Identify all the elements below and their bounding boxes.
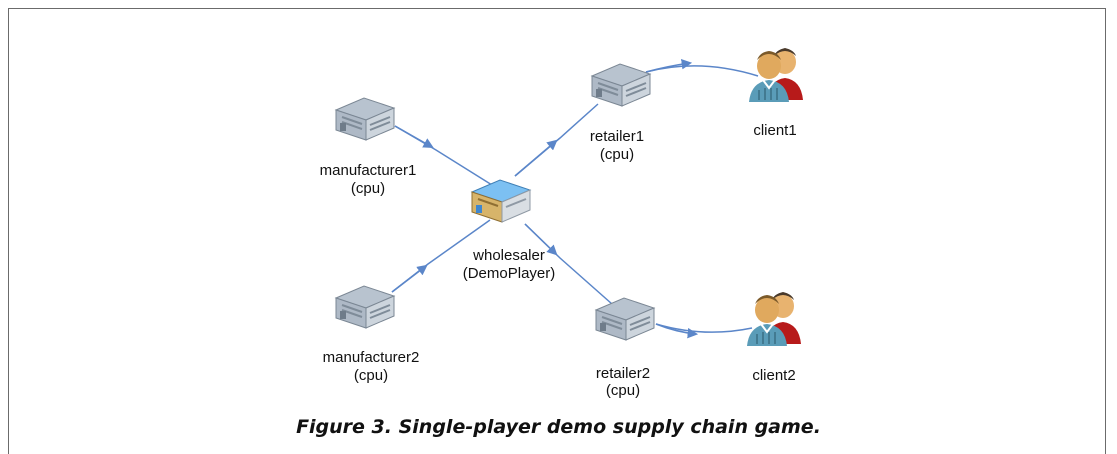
wholesaler-warehouse-icon — [471, 179, 531, 223]
retailer1-role-label: (cpu) — [600, 146, 634, 163]
client2-name-label: client2 — [752, 367, 795, 384]
edge-retailer2-client2 — [655, 323, 753, 333]
wholesaler-name-label: wholesaler — [472, 247, 545, 264]
client1-name-label: client1 — [753, 122, 796, 139]
manufacturer1-role-label: (cpu) — [351, 180, 385, 197]
retailer1-warehouse-icon — [591, 63, 651, 107]
manufacturer2-warehouse-icon — [335, 285, 395, 329]
figure-frame — [8, 8, 1106, 454]
client2-users-icon — [745, 290, 803, 348]
retailer2-warehouse-icon — [595, 297, 655, 341]
manufacturer2-name-label: manufacturer2 — [323, 349, 420, 366]
figure-caption: Figure 3. Single-player demo supply chai… — [296, 416, 821, 438]
retailer2-role-label: (cpu) — [606, 382, 640, 399]
manufacturer2-role-label: (cpu) — [354, 367, 388, 384]
retailer1-name-label: retailer1 — [590, 128, 644, 145]
manufacturer1-warehouse-icon — [335, 97, 395, 141]
retailer2-name-label: retailer2 — [596, 365, 650, 382]
wholesaler-role-label: (DemoPlayer) — [463, 265, 556, 282]
manufacturer1-name-label: manufacturer1 — [320, 162, 417, 179]
